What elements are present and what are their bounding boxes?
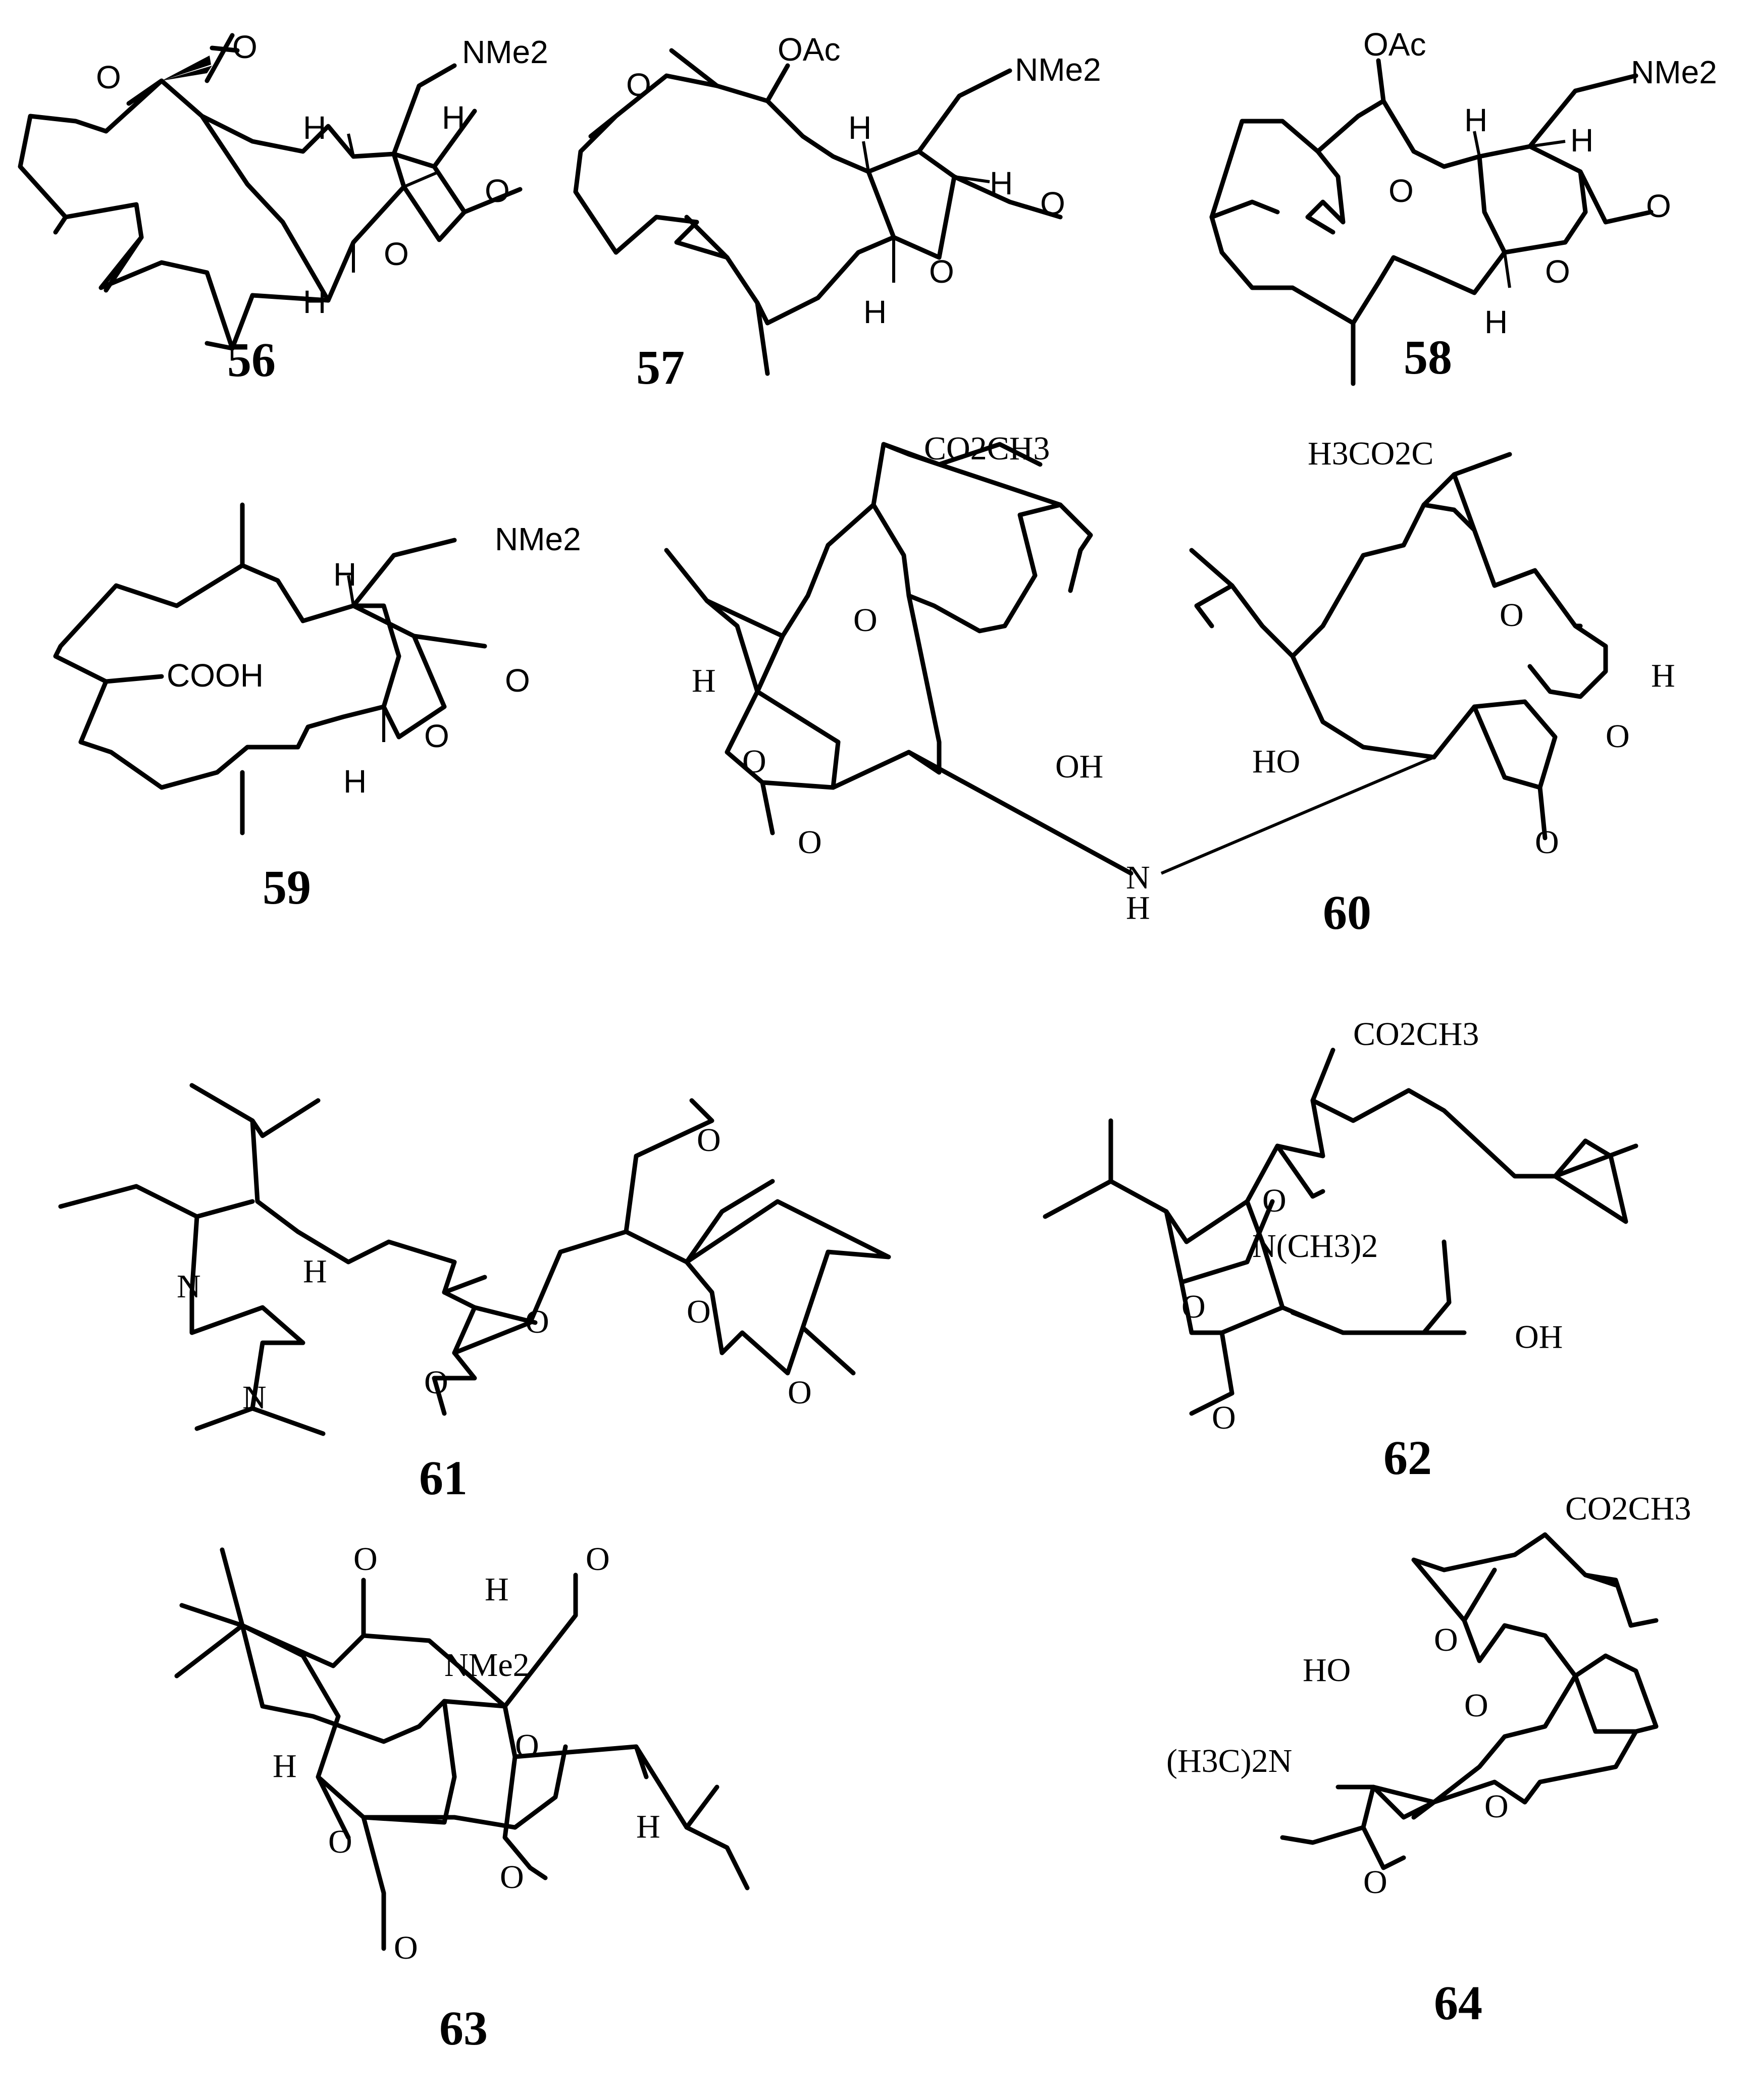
atom-label: (H3C)2N: [1166, 1743, 1292, 1779]
atom-label: CO2CH3: [1353, 1016, 1479, 1053]
compound-number-57: 57: [636, 340, 685, 394]
atom-label: OH: [1515, 1319, 1563, 1355]
compound-60-structure: CO2CH3 H3CO2C O O H H O O O O OH HO N H …: [664, 430, 1675, 939]
atom-label: O: [1464, 1687, 1488, 1724]
atom-label: O: [515, 1727, 539, 1764]
compound-number-56: 56: [227, 333, 276, 387]
atom-label: NMe2: [1631, 54, 1717, 90]
compound-number-62: 62: [1383, 1431, 1432, 1485]
compound-63-structure: O O H NMe2 O H O O O H 63: [174, 1541, 750, 2055]
atom-label: OH: [1055, 748, 1103, 785]
atom-label: O: [1500, 597, 1524, 634]
atom-label: O: [485, 173, 510, 209]
compound-number-64: 64: [1434, 1976, 1482, 2030]
atom-label: H: [863, 294, 887, 330]
atom-label: O: [232, 29, 258, 65]
compound-number-59: 59: [263, 860, 311, 914]
atom-label: O: [384, 236, 409, 272]
atom-label: N: [1126, 859, 1150, 896]
atom-label: O: [1262, 1182, 1287, 1219]
atom-label: H: [636, 1808, 660, 1845]
atom-label: H: [1484, 304, 1508, 340]
atom-label: O: [1388, 173, 1414, 209]
atom-label: H3CO2C: [1308, 435, 1433, 472]
atom-label: N: [177, 1268, 201, 1305]
atom-label: O: [1040, 185, 1065, 222]
atom-label: O: [353, 1541, 378, 1578]
atom-label: O: [788, 1374, 812, 1411]
atom-label: O: [1434, 1621, 1458, 1658]
atom-label: O: [394, 1929, 418, 1966]
atom-label: O: [525, 1303, 549, 1340]
compound-64-structure: CO2CH3 O HO O (H3C)2N O O 64: [1166, 1490, 1691, 2030]
compound-number-63: 63: [439, 2001, 488, 2055]
atom-label: H: [990, 165, 1013, 201]
atom-label: O: [1181, 1288, 1206, 1325]
atom-label: O: [687, 1293, 711, 1330]
compound-number-61: 61: [419, 1451, 468, 1505]
atom-label: H: [848, 110, 871, 146]
atom-label: H: [343, 763, 367, 800]
atom-label: O: [853, 602, 878, 639]
atom-label: NMe2: [1015, 51, 1101, 88]
atom-label: O: [328, 1823, 352, 1860]
atom-label: NMe2: [444, 1647, 530, 1684]
atom-label: N: [242, 1379, 267, 1416]
atom-label: NMe2: [495, 521, 581, 557]
atom-label: O: [929, 253, 954, 290]
atom-label: H: [333, 556, 356, 593]
atom-label: OAc: [778, 31, 840, 68]
atom-label: HO: [1252, 743, 1300, 780]
atom-label: O: [626, 67, 651, 103]
atom-label: H: [1570, 122, 1593, 159]
atom-label: COOH: [167, 657, 264, 694]
atom-label: O: [1545, 253, 1570, 290]
compound-58-structure: OAc NMe2 H H O O O H 58: [1209, 26, 1717, 386]
atom-label: NMe2: [462, 34, 548, 70]
atom-label: O: [505, 662, 530, 699]
atom-label: O: [96, 59, 121, 95]
atom-label: CO2CH3: [1565, 1490, 1691, 1527]
atom-label: O: [424, 1364, 448, 1401]
compound-number-58: 58: [1404, 330, 1452, 384]
compound-61-structure: O O O O O N H N 61: [58, 1083, 891, 1505]
atom-label: O: [424, 718, 449, 754]
atom-label: O: [1646, 188, 1671, 224]
atom-label: H: [303, 284, 326, 320]
atom-label: H: [1651, 657, 1675, 694]
atom-label: H: [442, 99, 465, 136]
atom-label: N(CH3)2: [1252, 1228, 1378, 1265]
compound-number-60: 60: [1323, 885, 1371, 939]
atom-label: O: [742, 743, 766, 780]
compound-57-structure: OAc O NMe2 H H O O H 57: [573, 31, 1101, 394]
atom-label: O: [1484, 1788, 1509, 1825]
atom-label: O: [1535, 824, 1559, 861]
compound-56-structure: O O H NMe2 H O O H 56: [18, 29, 548, 387]
atom-label: O: [1212, 1399, 1236, 1436]
atom-label: O: [500, 1859, 524, 1896]
atom-label: H: [303, 110, 326, 146]
atom-label: H: [1126, 889, 1150, 926]
atom-label: CO2CH3: [924, 430, 1050, 467]
atom-label: O: [1363, 1864, 1387, 1901]
atom-label: HO: [1303, 1652, 1351, 1689]
atom-label: OAc: [1363, 26, 1426, 63]
compound-59-structure: NMe2 H COOH O O H 59: [53, 502, 581, 914]
atom-label: H: [485, 1571, 509, 1608]
atom-label: H: [303, 1253, 327, 1290]
atom-label: O: [586, 1541, 610, 1578]
atom-label: O: [1606, 718, 1630, 755]
atom-label: H: [1464, 102, 1487, 138]
atom-label: H: [273, 1748, 297, 1784]
atom-label: H: [692, 662, 716, 699]
compound-62-structure: CO2CH3 O N(CH3)2 O O OH 62: [1043, 1016, 1638, 1485]
atom-label: O: [798, 824, 822, 861]
atom-label: O: [697, 1122, 721, 1159]
